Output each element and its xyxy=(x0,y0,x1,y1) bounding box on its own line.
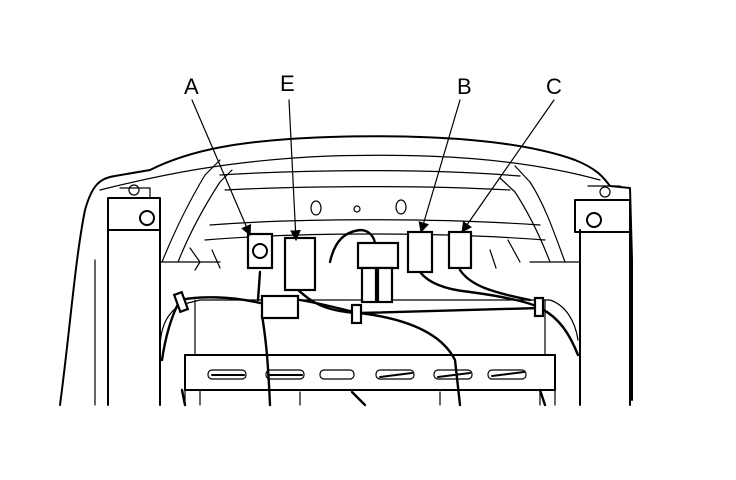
harness-clips xyxy=(172,290,545,325)
callout-leaders xyxy=(191,99,555,242)
connector-c xyxy=(447,230,473,270)
callout-b: B xyxy=(457,74,472,99)
connectors xyxy=(246,230,473,320)
callout-e: E xyxy=(280,71,295,96)
connector-center xyxy=(356,241,400,304)
leader-c xyxy=(461,99,555,233)
lumbar-cross-bar xyxy=(159,299,579,406)
connector-e xyxy=(283,236,317,292)
inner-upper-frame xyxy=(159,159,581,271)
callout-labels: A E B C xyxy=(184,71,562,99)
left-frame-post xyxy=(107,184,161,406)
leader-a xyxy=(191,99,252,236)
connector-a xyxy=(246,232,274,270)
leader-e xyxy=(288,99,301,242)
connector-lower-left xyxy=(260,294,300,320)
seat-back-outline xyxy=(59,135,633,406)
right-frame-post xyxy=(574,185,631,406)
leader-b xyxy=(418,99,461,234)
callout-a: A xyxy=(184,74,199,99)
connector-b xyxy=(406,230,434,274)
callout-c: C xyxy=(546,74,562,99)
